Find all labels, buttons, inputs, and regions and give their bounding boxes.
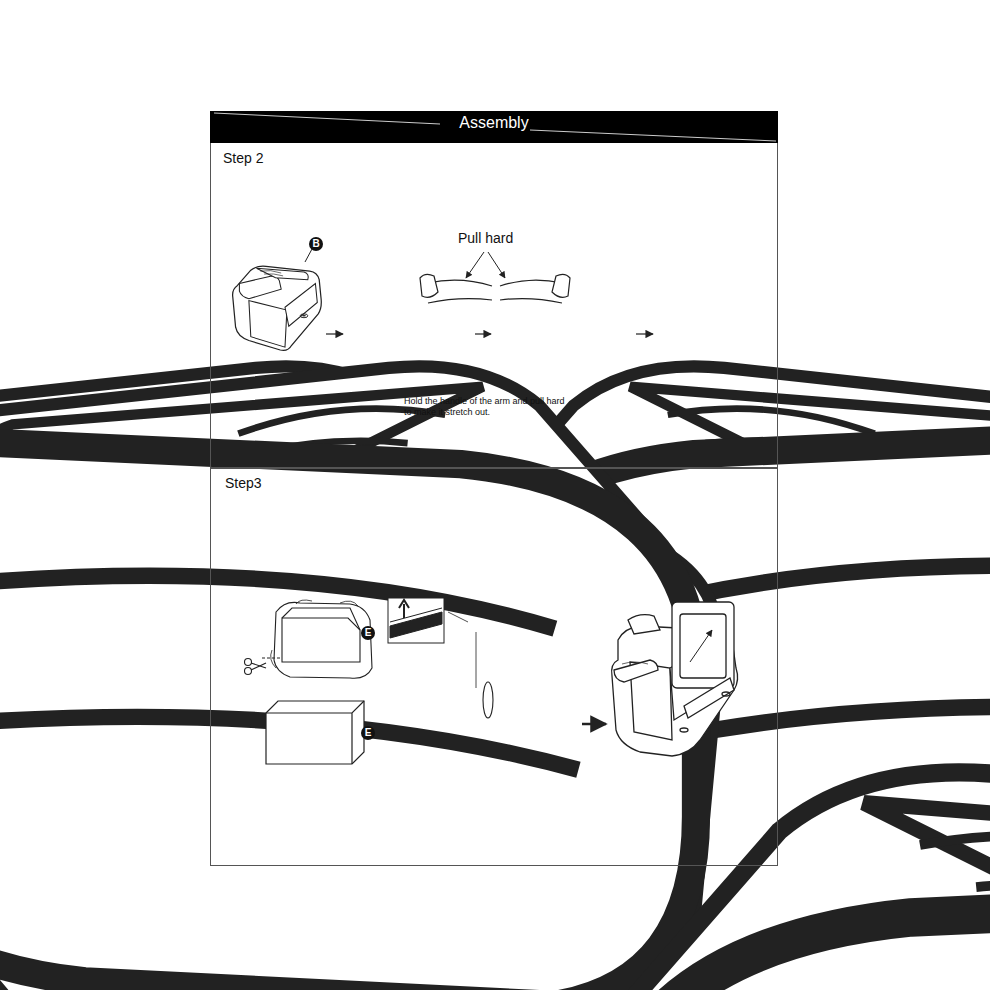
callout-letter: B — [309, 237, 323, 251]
chair-seat-raised — [622, 662, 648, 664]
chair-seat-raised — [684, 678, 734, 718]
chair-4 — [0, 441, 696, 990]
pull-arrows — [466, 252, 505, 278]
bagged-cushion — [274, 602, 372, 678]
chair-step3 — [483, 682, 493, 718]
bagged-cushion — [262, 600, 372, 678]
chair-seat-raised — [722, 692, 730, 696]
inset-detail — [448, 612, 468, 622]
scissors — [251, 663, 266, 670]
chair-4 — [0, 366, 719, 990]
pulling-arms — [500, 280, 562, 286]
step-panel: Step3 — [210, 468, 778, 866]
chair-seat-raised — [614, 660, 658, 682]
instruction-note: Hold the handle of the arm and pull hard… — [404, 396, 572, 418]
section-title: Assembly — [210, 114, 778, 132]
pulling-arms — [552, 274, 570, 297]
pulling-arms — [428, 280, 492, 286]
pull-arrows — [488, 252, 505, 278]
cushion — [266, 701, 364, 764]
scissors — [245, 659, 252, 666]
cushion — [266, 701, 364, 764]
step-arrow — [582, 723, 606, 726]
inset-detail — [390, 608, 442, 622]
inset-detail — [390, 612, 442, 638]
inset-detail — [399, 600, 409, 618]
inset-detail — [388, 598, 444, 643]
step-arrow — [475, 333, 491, 334]
step-arrow — [636, 333, 653, 334]
chair-seat-raised — [672, 602, 734, 688]
inset-detail — [388, 598, 476, 688]
step-heading: Step3 — [225, 475, 763, 491]
pulling-arms — [420, 274, 570, 303]
chair-seat-raised — [690, 630, 712, 662]
step-heading: Step 2 — [223, 150, 765, 166]
chair-1 — [305, 249, 312, 262]
bagged-cushion — [271, 600, 358, 668]
callout-letter: E — [361, 626, 375, 640]
pulling-arms — [500, 299, 562, 303]
title-bar — [210, 111, 778, 143]
step-panel: Step 2 — [210, 143, 778, 468]
bagged-cushion — [282, 618, 360, 662]
step-arrow — [326, 333, 343, 334]
title-bar — [210, 111, 778, 143]
scissors — [245, 659, 267, 675]
callout-letter: E — [361, 726, 375, 740]
bagged-cushion — [282, 608, 360, 630]
pull-arrows — [466, 252, 484, 278]
pull-note: Pull hard — [458, 230, 513, 246]
chair-step3 — [510, 772, 990, 990]
chair-seat-raised — [628, 615, 660, 634]
chair-seat-raised — [680, 614, 726, 678]
chair-seat-raised — [612, 602, 738, 756]
step-arrow — [326, 334, 653, 724]
pulling-arms — [420, 274, 438, 297]
chair-step3 — [589, 885, 990, 990]
chair-seat-raised — [680, 728, 688, 732]
scissors — [245, 668, 252, 675]
chair-step3 — [483, 682, 990, 990]
bagged-cushion — [262, 657, 282, 658]
pulling-arms — [428, 299, 492, 303]
chair-1 — [233, 266, 322, 350]
cushion — [266, 701, 364, 764]
inset-detail — [476, 632, 477, 688]
